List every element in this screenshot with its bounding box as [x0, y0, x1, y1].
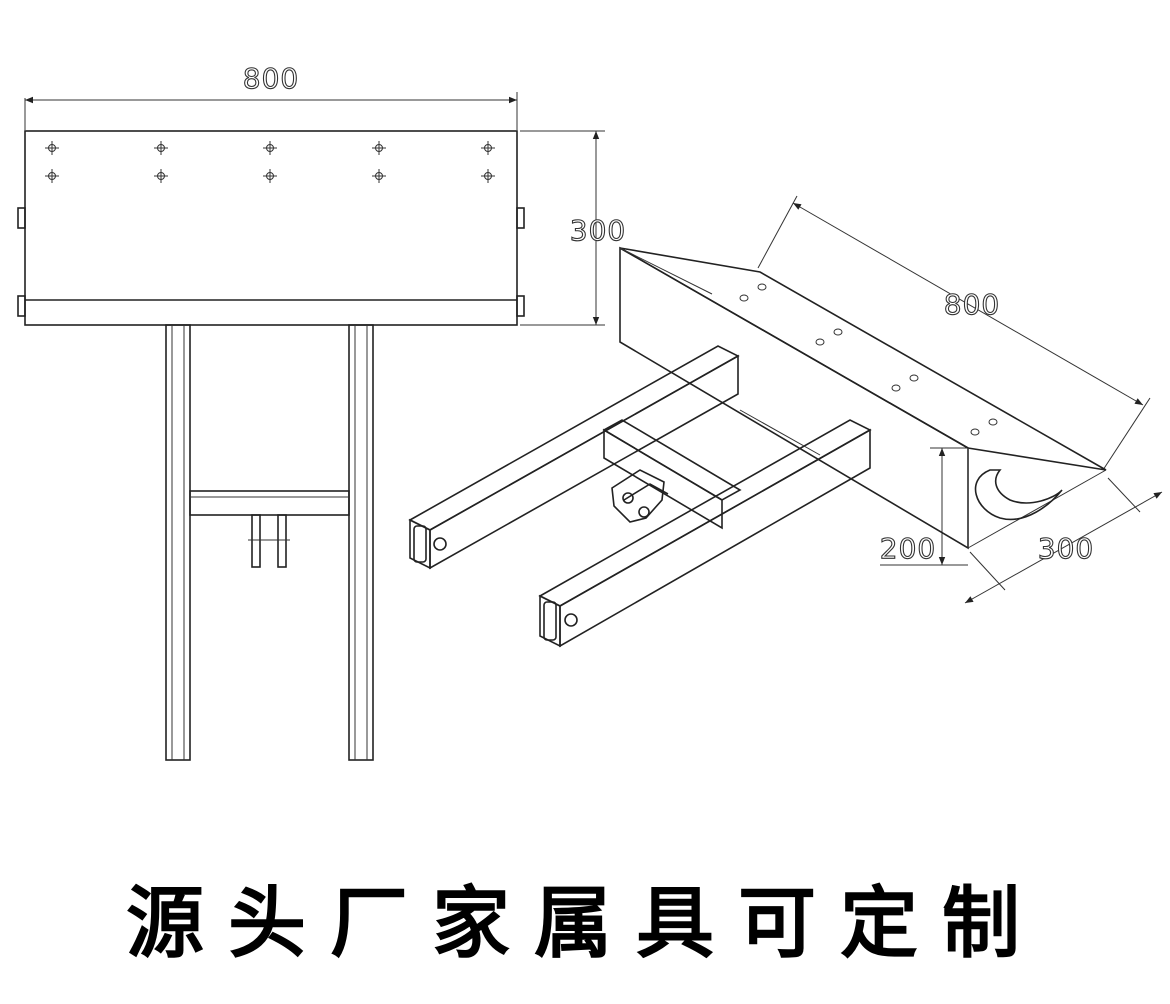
iso-bolt-holes	[739, 283, 998, 436]
front-view: 800 300	[17, 61, 626, 761]
iso-height-label: 200	[880, 532, 936, 565]
technical-drawing: 800 300	[17, 61, 1163, 761]
bolt-hole	[739, 294, 749, 302]
iso-depth-dimension: 300	[964, 477, 1163, 604]
iso-arm-left	[408, 345, 740, 570]
bolt-hole	[833, 328, 843, 336]
bolt-hole	[970, 428, 980, 436]
iso-depth-label: 300	[1038, 532, 1094, 565]
front-width-label: 800	[243, 62, 299, 95]
front-height-label: 300	[570, 214, 626, 247]
bolt-hole	[815, 338, 825, 346]
front-legs	[165, 324, 374, 761]
iso-trough	[619, 246, 1107, 550]
iso-cross-member	[602, 409, 821, 530]
bolt-hole	[909, 374, 919, 382]
isometric-view: 800 300 200	[408, 195, 1163, 648]
banner-text: 源头厂家属具可定制	[125, 879, 1044, 969]
bolt-hole	[988, 418, 998, 426]
bolt-hole	[891, 384, 901, 392]
front-bolt-holes	[45, 141, 495, 183]
iso-length-dimension: 800	[757, 195, 1151, 471]
front-plate	[24, 130, 518, 326]
iso-arm-right	[538, 419, 872, 648]
iso-height-dimension: 200	[879, 447, 968, 566]
front-width-dimension: 800	[24, 61, 518, 130]
bolt-hole	[757, 283, 767, 291]
iso-length-label: 800	[944, 288, 1000, 321]
front-height-dimension: 300	[520, 130, 626, 326]
